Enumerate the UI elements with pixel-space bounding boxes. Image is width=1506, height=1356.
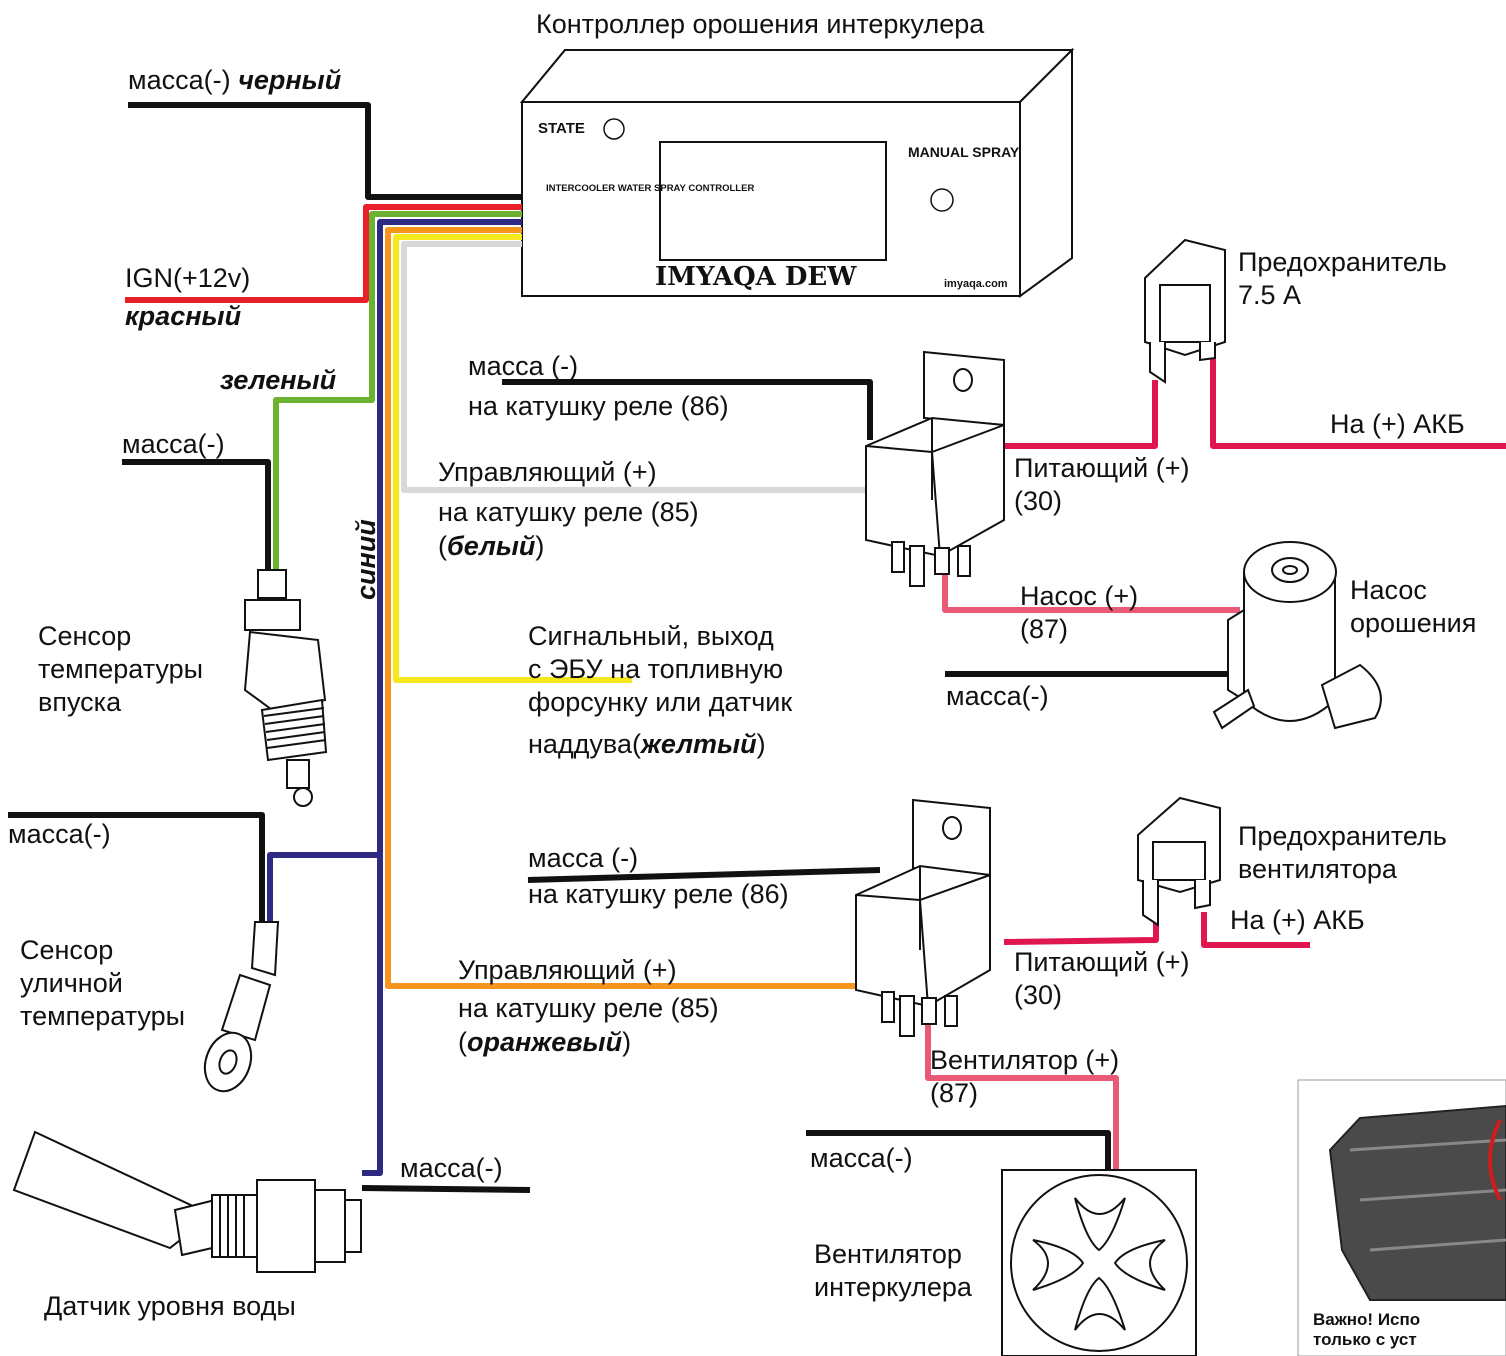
relay1-icon [865, 350, 1005, 587]
green-wire-color: зеленый [220, 365, 337, 395]
relay2-ground-wire [527, 867, 881, 883]
red-wire [125, 204, 522, 303]
outside-sensor-label: Сенсор уличной температуры [20, 935, 186, 1031]
controller-model-text: INTERCOOLER WATER SPRAY CONTROLLER [546, 183, 755, 194]
water-level-ground-wire [361, 1185, 531, 1193]
site-label: imyaqa.com [944, 278, 1008, 290]
relay1-pump-label: Насос (+) (87) [1020, 581, 1139, 644]
battery1-wire [1210, 358, 1506, 449]
blue-wire [362, 219, 522, 1176]
fan-ground-label: масса(-) [810, 1143, 913, 1173]
state-led-icon [603, 118, 625, 140]
relay2-color-label: (оранжевый) [458, 1027, 632, 1057]
black-wire-label: масса(-) черный [128, 65, 342, 95]
fan-icon [1001, 1169, 1197, 1356]
blue-wire-branch [267, 852, 380, 922]
relay2-control-label: Управляющий (+) [458, 955, 677, 985]
brand-label: IMYAQA DEW [655, 262, 857, 292]
intake-sensor-icon [243, 569, 328, 807]
relay1-supply-wire [1004, 380, 1158, 449]
water-level-ground-label: масса(-) [400, 1153, 503, 1183]
manual-spray-button-icon [930, 188, 954, 212]
warning-note: Важно! Испо только с уст [1313, 1310, 1421, 1349]
relay2-ground-label: масса (-) [528, 843, 639, 873]
relay2-coil85-label: на катушку реле (85) [458, 993, 719, 1023]
intake-sensor-label: Сенсор температуры впуска [38, 621, 204, 717]
fan-label: Вентилятор интеркулера [814, 1239, 972, 1302]
blue-wire-color: синий [351, 519, 381, 600]
pump-ground-label: масса(-) [946, 681, 1049, 711]
relay2-fan-label: Вентилятор (+) (87) [930, 1045, 1120, 1108]
intake-sensor-ground-label: масса(-) [122, 429, 225, 459]
relay1-pump-wire [942, 570, 1240, 613]
water-level-sensor-icon [12, 1130, 362, 1273]
relay1-supply-label: Питающий (+) (30) [1014, 453, 1190, 516]
relay1-control-label: Управляющий (+) [438, 457, 657, 487]
signal-label: Сигнальный, выход с ЭБУ на топливную фор… [528, 621, 793, 717]
outside-sensor-icon [203, 921, 280, 1093]
battery2-label: На (+) АКБ [1230, 905, 1365, 935]
ign-label: IGN(+12v) [125, 263, 251, 293]
intake-sensor-ground-wire [122, 459, 271, 570]
green-wire [273, 211, 522, 570]
relay1-ground-label: масса (-) [468, 351, 579, 381]
battery1-label: На (+) АКБ [1330, 409, 1465, 439]
relay1-coil85-label: на катушку реле (85) [438, 497, 699, 527]
relay1-color-label: (белый) [438, 531, 545, 561]
manual-spray-label: MANUAL SPRAY [908, 144, 1020, 160]
white-wire [401, 241, 865, 493]
state-label: STATE [538, 120, 585, 137]
fuse1-label: Предохранитель 7.5 А [1238, 247, 1447, 310]
yellow-wire [393, 234, 632, 683]
outside-sensor-ground-label: масса(-) [8, 819, 111, 849]
water-level-label: Датчик уровня воды [44, 1291, 296, 1321]
controller-display [659, 141, 887, 261]
relay1-coil86-label: на катушку реле (86) [468, 391, 729, 421]
relay2-icon [855, 798, 991, 1037]
relay1-ground-wire [502, 379, 873, 440]
fuse1-icon [1144, 238, 1226, 384]
pump-icon [1212, 541, 1382, 730]
relay2-supply-wire [1003, 915, 1159, 945]
battery2-wire [1201, 912, 1310, 948]
relay-socket-photo [1297, 1079, 1506, 1356]
relay2-coil86-label: на катушку реле (86) [528, 879, 789, 909]
orange-wire [385, 227, 855, 989]
fan-ground-wire [806, 1130, 1111, 1170]
outside-sensor-ground-wire [8, 812, 265, 922]
relay2-fan-wire [925, 1020, 1119, 1170]
pump-label: Насос орошения [1350, 575, 1477, 638]
signal-color-label: наддува(желтый) [528, 729, 766, 759]
red-wire-color: красный [125, 301, 242, 331]
black-wire [128, 102, 522, 200]
controller-caption: Контроллер орошения интеркулера [536, 9, 985, 39]
fuse2-label: Предохранитель вентилятора [1238, 821, 1447, 884]
relay2-supply-label: Питающий (+) (30) [1014, 947, 1190, 1010]
fuse2-icon [1137, 796, 1221, 927]
